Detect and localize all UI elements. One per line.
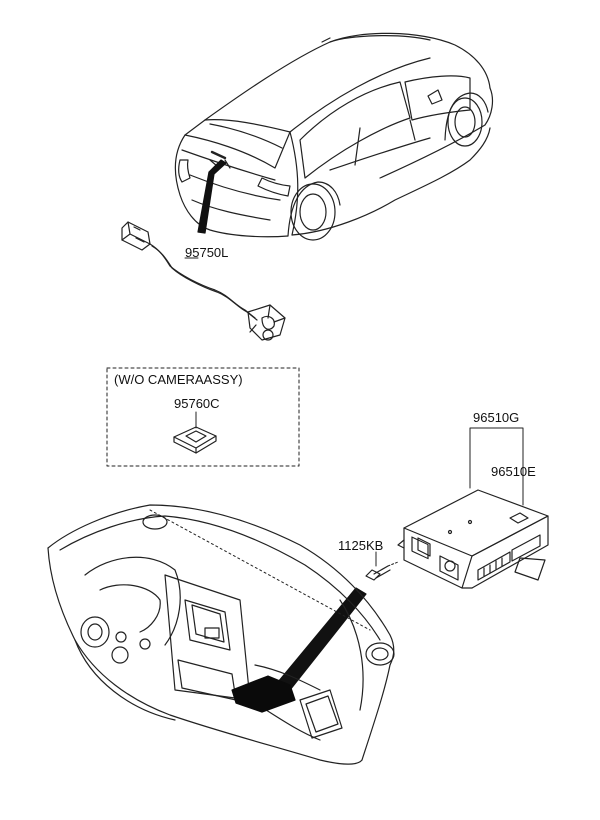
leader-arrow-car <box>197 159 227 234</box>
bolt-part <box>365 551 399 581</box>
label-95760C: 95760C <box>174 396 220 411</box>
multimedia-unit-part <box>397 427 549 589</box>
label-96510E: 96510E <box>491 464 536 479</box>
option-box <box>106 367 300 467</box>
option-note: (W/O CAMERAASSY) <box>114 372 243 387</box>
dashboard-illustration <box>47 504 395 765</box>
label-1125KB: 1125KB <box>338 538 384 553</box>
camera-cover-part <box>173 426 217 454</box>
rear-camera-harness <box>121 221 286 341</box>
car-illustration <box>174 32 494 241</box>
module-location-marker <box>231 675 296 713</box>
label-96510G: 96510G <box>473 410 520 425</box>
label-95750L: 95750L <box>185 245 229 260</box>
